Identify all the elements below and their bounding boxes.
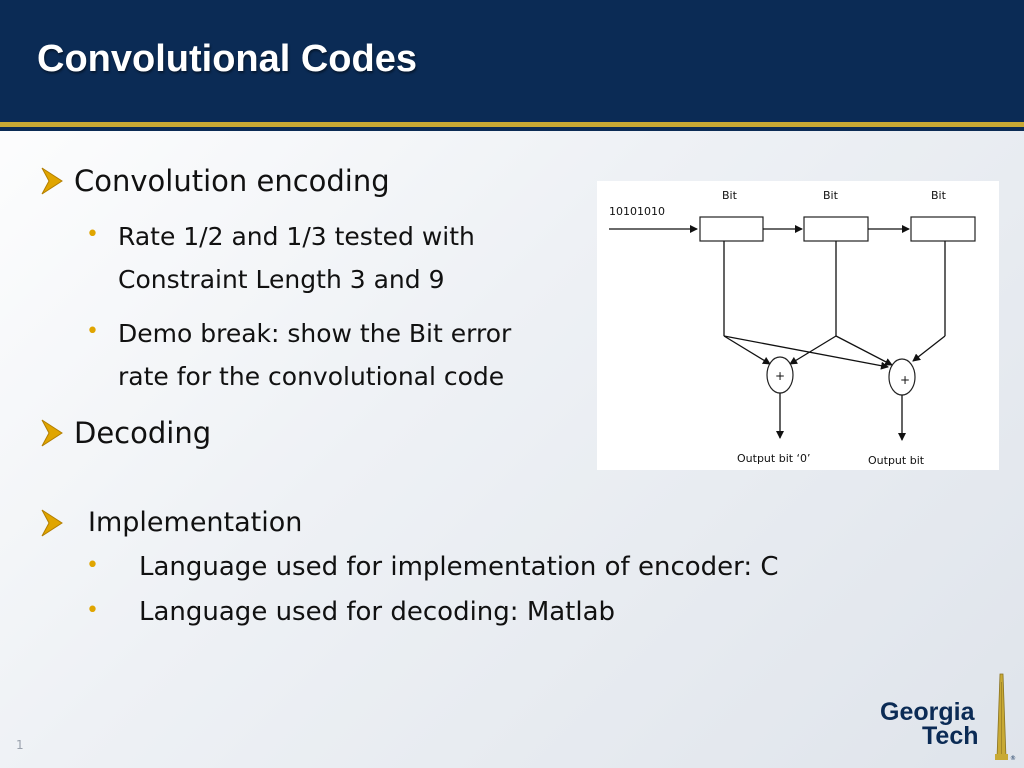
- bullet-convolution-encoding: Convolution encoding: [40, 163, 390, 199]
- sub-bullet-line: Demo break: show the Bit error: [118, 319, 512, 348]
- arrow-bullet-icon: [41, 419, 63, 447]
- sub-bullet-line: Language used for implementation of enco…: [139, 552, 779, 582]
- sub-bullet-rate: • Rate 1/2 and 1/3 tested with Constrain…: [86, 215, 475, 301]
- bullet-text: Convolution encoding: [74, 164, 390, 198]
- input-bits-label: 10101010: [609, 205, 665, 218]
- logo-text: Georgia: [880, 698, 976, 726]
- slide-title: Convolutional Codes: [37, 38, 417, 80]
- bullet-implementation: Implementation: [40, 505, 302, 541]
- shift-register-box: [699, 216, 764, 242]
- dot-bullet-icon: •: [86, 319, 99, 344]
- georgia-tech-logo: Georgia Tech ®: [876, 672, 1024, 764]
- tap-arrow: [912, 335, 946, 362]
- bullet-text: Decoding: [74, 416, 212, 450]
- tech-tower-icon: [995, 673, 1008, 760]
- register-label: Bit: [931, 189, 947, 202]
- georgia-tech-logo-svg: Georgia Tech ®: [880, 673, 1016, 762]
- dot-bullet-icon: •: [86, 222, 99, 247]
- registered-mark-icon: ®: [1010, 755, 1016, 762]
- sub-bullet-decoder-language: • Language used for decoding: Matlab: [86, 591, 615, 634]
- sub-bullet-line: Language used for decoding: Matlab: [139, 597, 616, 627]
- output-label: Output bit: [868, 454, 925, 467]
- tap-arrow: [789, 335, 837, 365]
- encoder-diagram: 10101010 Bit Bit Bit + + Output bit ‘0’ …: [597, 181, 999, 470]
- title-rule-gold: [0, 122, 1024, 127]
- adder-symbol: +: [775, 369, 785, 383]
- arrow-bullet-icon: [41, 167, 63, 195]
- dot-bullet-icon: •: [86, 553, 99, 578]
- shift-register-box: [803, 216, 869, 242]
- bullet-text: Implementation: [88, 507, 303, 538]
- logo-text: Tech: [922, 722, 979, 750]
- tap-arrow: [723, 335, 889, 370]
- shift-register-box: [910, 216, 976, 242]
- tap-arrow: [723, 335, 771, 365]
- output-label: Output bit ‘0’: [737, 452, 811, 465]
- sub-bullet-encoder-language: • Language used for implementation of en…: [86, 546, 779, 589]
- page-number: 1: [16, 738, 24, 752]
- sub-bullet-line: rate for the convolutional code: [118, 362, 505, 391]
- arrow-bullet-icon: [41, 509, 63, 537]
- register-label: Bit: [722, 189, 738, 202]
- register-label: Bit: [823, 189, 839, 202]
- dot-bullet-icon: •: [86, 598, 99, 623]
- sub-bullet-demo: • Demo break: show the Bit error rate fo…: [86, 312, 511, 398]
- adder-symbol: +: [900, 373, 910, 387]
- title-bar: Convolutional Codes: [0, 0, 1024, 122]
- tap-arrow: [835, 335, 893, 366]
- sub-bullet-line: Rate 1/2 and 1/3 tested with: [118, 222, 475, 251]
- title-rule-blue: [0, 127, 1024, 131]
- sub-bullet-line: Constraint Length 3 and 9: [118, 265, 445, 294]
- bullet-decoding: Decoding: [40, 415, 211, 451]
- encoder-diagram-svg: 10101010 Bit Bit Bit + + Output bit ‘0’ …: [609, 189, 976, 467]
